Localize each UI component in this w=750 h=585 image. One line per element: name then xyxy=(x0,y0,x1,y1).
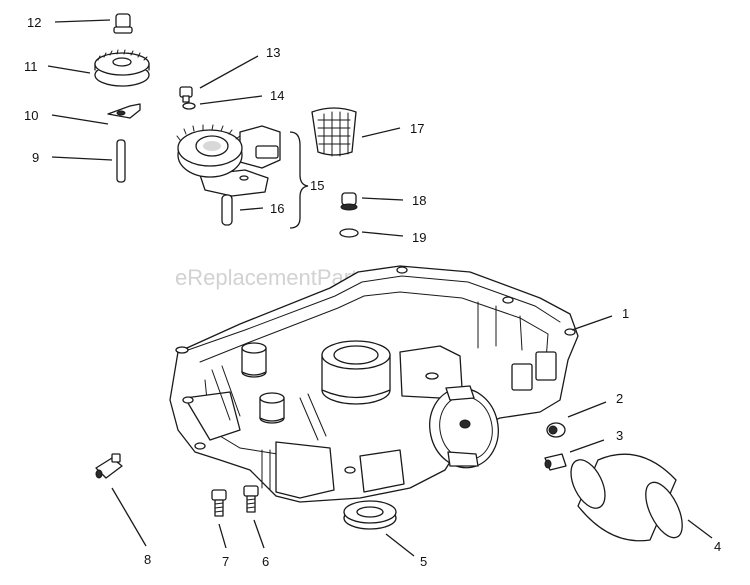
callout-1: 1 xyxy=(622,306,629,321)
callout-16: 16 xyxy=(270,201,284,216)
callout-11: 11 xyxy=(24,59,38,74)
part-7-bolt xyxy=(211,489,227,517)
callout-2: 2 xyxy=(616,391,623,406)
bracket-15 xyxy=(289,131,309,229)
callout-10: 10 xyxy=(24,108,38,123)
part-12-plug xyxy=(113,13,133,34)
part-8-oil-sensor xyxy=(95,453,123,479)
part-3-fitting xyxy=(544,453,567,471)
callout-3: 3 xyxy=(616,428,623,443)
callout-14: 14 xyxy=(270,88,284,103)
part-18-plug xyxy=(340,192,358,211)
part-17-screen xyxy=(311,107,357,157)
callouts: 12 11 10 9 13 14 17 15 16 18 19 1 2 3 4 … xyxy=(24,15,721,569)
part-10-clip xyxy=(107,103,141,119)
part-11-gear xyxy=(94,49,150,87)
callout-5: 5 xyxy=(420,554,427,569)
part-2-fitting xyxy=(546,422,566,438)
callout-19: 19 xyxy=(412,230,426,245)
part-13-screw xyxy=(179,86,193,103)
part-14-washer xyxy=(182,102,196,110)
callout-4: 4 xyxy=(714,539,721,554)
callout-8: 8 xyxy=(144,552,151,567)
part-19-o-ring xyxy=(339,228,359,238)
part-4-oil-filter xyxy=(570,453,683,542)
callout-18: 18 xyxy=(412,193,426,208)
part-1-oil-pan xyxy=(169,265,579,503)
callout-17: 17 xyxy=(410,121,424,136)
callout-13: 13 xyxy=(266,45,280,60)
leader-lines xyxy=(47,19,713,557)
part-16-pin xyxy=(221,194,233,226)
part-9-pin xyxy=(116,139,126,183)
callout-7: 7 xyxy=(222,554,229,569)
callout-15: 15 xyxy=(310,178,324,193)
callout-9: 9 xyxy=(32,150,39,165)
part-6-bolt xyxy=(243,485,259,513)
callout-6: 6 xyxy=(262,554,269,569)
part-15-oil-pump-assembly xyxy=(176,124,281,197)
part-5-oil-seal xyxy=(343,500,397,530)
callout-12: 12 xyxy=(27,15,41,30)
